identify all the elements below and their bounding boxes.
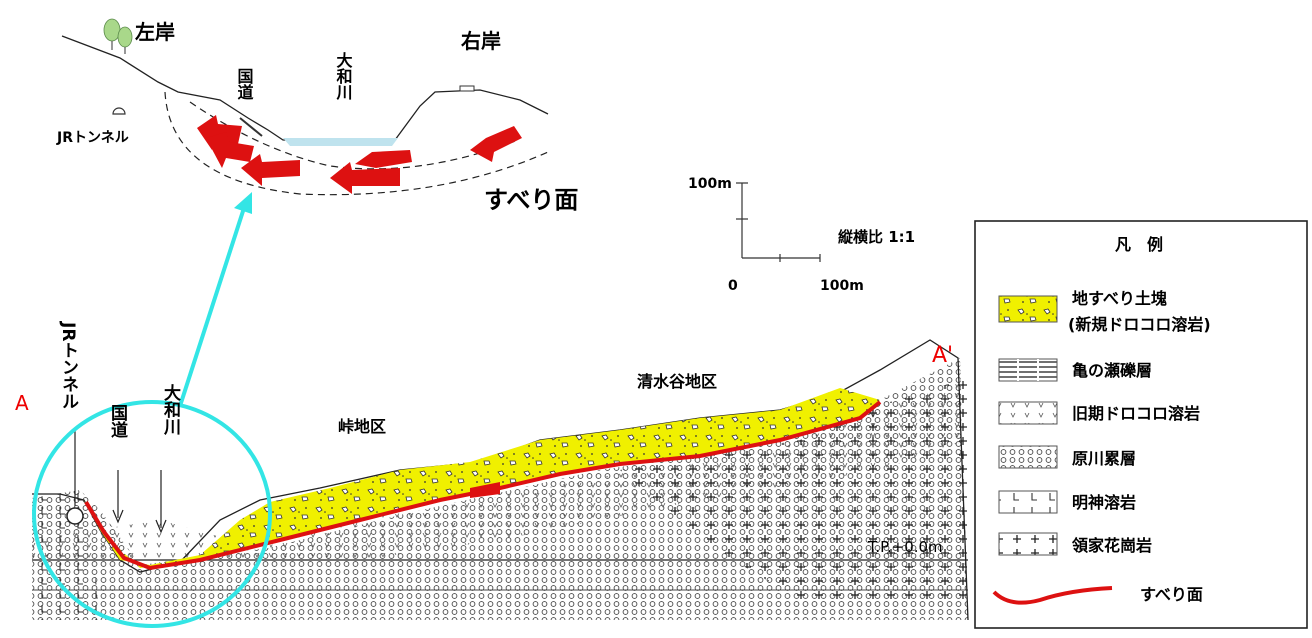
inset-right-bank-label: 右岸 bbox=[461, 29, 501, 53]
inset-national-road-label: 国道 bbox=[235, 68, 254, 100]
scale-ratio-label: 縦横比 1:1 bbox=[838, 228, 915, 246]
jr-tunnel-icon bbox=[66, 507, 84, 525]
landslide-mass-stratum bbox=[84, 388, 880, 568]
legend-swatch-landslide-mass bbox=[998, 295, 1058, 323]
inset-cross-section: 左岸 右岸 国道 大和川 JRトンネル すべり面 bbox=[56, 18, 578, 214]
legend-label-landslide-mass: 地すべり土塊 bbox=[1072, 289, 1167, 308]
arrow-icon bbox=[355, 150, 412, 168]
arrow-head-icon bbox=[234, 192, 252, 214]
legend: 凡 例 地すべり土塊 (新規ドロコロ溶岩) 亀の瀬礫層 旧期ドロコロ溶岩 原川累… bbox=[974, 220, 1308, 629]
arrow-down-icon bbox=[155, 519, 167, 534]
datum-label: T.P.+0.0m bbox=[867, 538, 943, 556]
inset-slip-surface-label: すべり面 bbox=[484, 186, 578, 214]
legend-label-slip-surface: すべり面 bbox=[1140, 585, 1203, 604]
legend-title: 凡 例 bbox=[1115, 235, 1163, 254]
house-icon bbox=[459, 85, 475, 92]
legend-label-ryoke-granite: 領家花崗岩 bbox=[1072, 536, 1152, 555]
slip-surface-thickening bbox=[470, 482, 500, 498]
legend-swatch-old-lava bbox=[998, 401, 1058, 425]
inset-river-water bbox=[283, 138, 398, 146]
toge-district-label: 峠地区 bbox=[338, 417, 386, 436]
arrow-icon bbox=[470, 126, 522, 162]
inset-tunnel-icon bbox=[112, 107, 126, 115]
scale-horizontal-label: 100m bbox=[820, 278, 864, 294]
legend-swatch-slip-surface bbox=[992, 586, 1113, 605]
section-jr-tunnel-label: JRトンネル bbox=[58, 321, 79, 409]
legend-swatch-gravel-layer bbox=[998, 358, 1058, 382]
legend-swatch-myojin-lava bbox=[998, 490, 1058, 514]
inset-movement-arrows bbox=[197, 115, 522, 194]
arrow-icon bbox=[206, 132, 254, 168]
arrow-icon bbox=[330, 162, 400, 194]
section-river-label: 大和川 bbox=[160, 383, 182, 436]
legend-label-landslide-mass-sub: (新規ドロコロ溶岩) bbox=[1068, 315, 1211, 334]
arrow-icon bbox=[241, 154, 300, 186]
zoom-connector-arrow bbox=[178, 192, 252, 407]
inset-road-icon bbox=[239, 117, 263, 137]
scale-bar: 100m 0 100m 縦横比 1:1 bbox=[688, 176, 915, 294]
shimizudani-district-label: 清水谷地区 bbox=[637, 372, 717, 391]
section-national-road-label: 国道 bbox=[107, 404, 128, 438]
legend-label-myojin-lava: 明神溶岩 bbox=[1072, 493, 1136, 512]
scale-vertical-label: 100m bbox=[688, 176, 732, 192]
ryoke-granite-stratum bbox=[620, 378, 968, 600]
main-slip-surface bbox=[84, 400, 882, 571]
inset-river-label: 大和川 bbox=[334, 51, 354, 101]
scale-origin-label: 0 bbox=[728, 278, 738, 294]
highlight-circle bbox=[32, 400, 272, 628]
legend-label-harakawa-formation: 原川累層 bbox=[1072, 449, 1136, 468]
inset-jr-tunnel-label: JRトンネル bbox=[56, 130, 129, 146]
inset-left-bank-label: 左岸 bbox=[135, 20, 175, 44]
section-start-label: A bbox=[15, 391, 29, 415]
main-cross-section: A A' JRトンネル 国道 大和川 峠地区 清水谷地区 T.P.+0.0m bbox=[15, 321, 969, 628]
legend-label-gravel-layer: 亀の瀬礫層 bbox=[1072, 361, 1152, 380]
section-end-label: A' bbox=[932, 343, 953, 368]
tree-icon bbox=[103, 18, 133, 54]
arrow-down-icon bbox=[112, 509, 124, 524]
legend-swatch-harakawa-formation bbox=[998, 445, 1058, 469]
inset-slip-surface-lower bbox=[164, 91, 549, 196]
legend-swatch-ryoke-granite bbox=[998, 532, 1058, 556]
legend-label-old-lava: 旧期ドロコロ溶岩 bbox=[1072, 404, 1200, 423]
